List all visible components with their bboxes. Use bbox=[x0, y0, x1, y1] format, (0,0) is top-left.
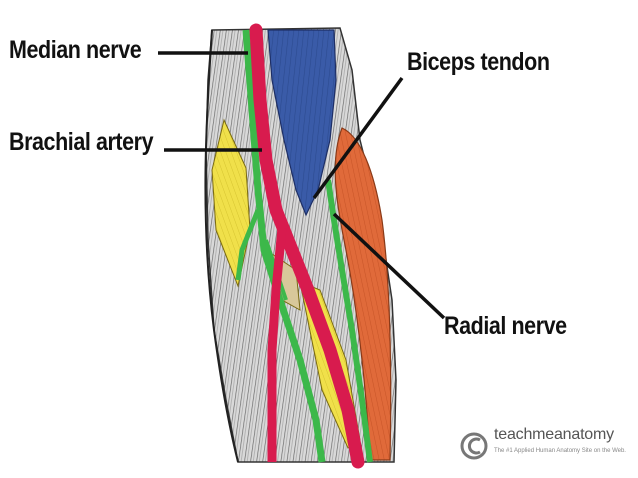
radial-nerve-path bbox=[325, 179, 373, 463]
brachial-artery-path bbox=[249, 23, 365, 469]
ulnar-artery-branch bbox=[267, 227, 287, 462]
watermark-tagline: The #1 Applied Human Anatomy Site on the… bbox=[494, 448, 626, 454]
copyright-c-icon bbox=[460, 432, 488, 460]
median-nerve-path bbox=[242, 29, 326, 463]
biceps-muscle bbox=[267, 29, 337, 217]
median-nerve-branch bbox=[235, 209, 261, 281]
leader-biceps-tendon bbox=[312, 76, 404, 200]
label-median-nerve: Median nerve bbox=[9, 36, 142, 64]
forearm-outline-left bbox=[204, 29, 239, 463]
bicipital-aponeurosis-upper bbox=[211, 118, 251, 288]
label-biceps-tendon: Biceps tendon bbox=[407, 48, 550, 76]
label-radial-nerve: Radial nerve bbox=[444, 312, 567, 340]
watermark-name: teachmeanatomy bbox=[494, 426, 614, 443]
leader-radial-nerve bbox=[332, 212, 446, 320]
watermark-logo: teachmeanatomy The #1 Applied Human Anat… bbox=[460, 424, 630, 470]
label-brachial-artery: Brachial artery bbox=[9, 128, 154, 156]
